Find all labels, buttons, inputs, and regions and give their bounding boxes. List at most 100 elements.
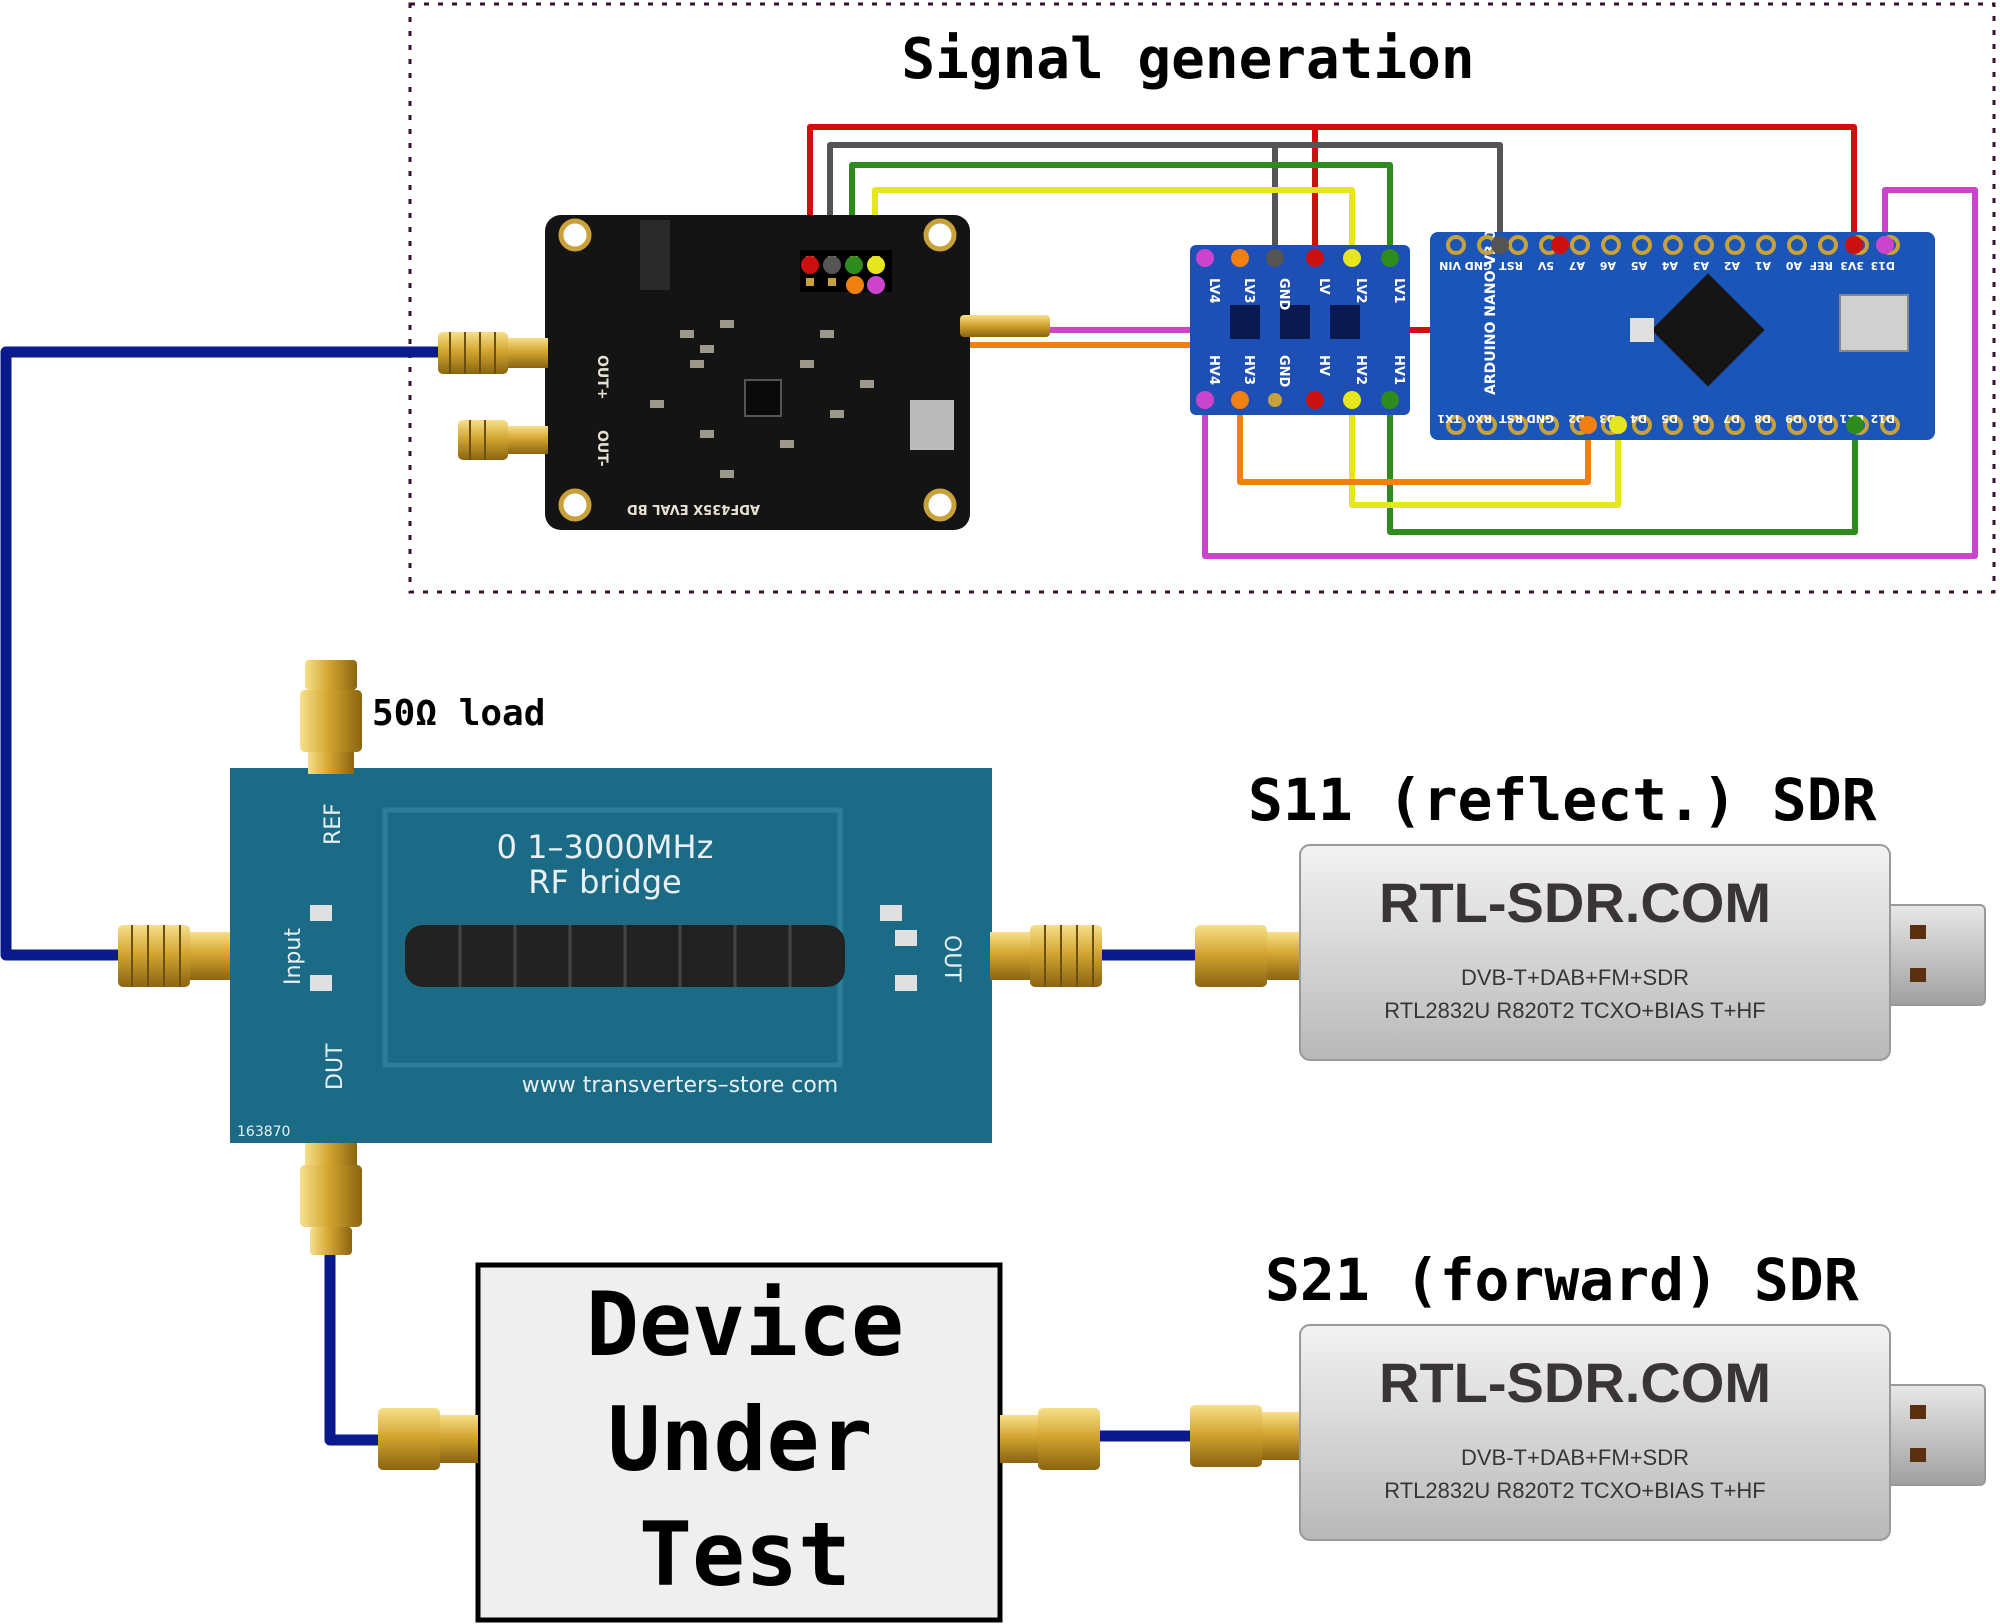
signal-generation-title: Signal generation — [901, 27, 1474, 92]
coax-cables — [0, 346, 1195, 1446]
bridge-port-ref: REF — [321, 803, 346, 845]
arduino-pin-label: D9 — [1785, 412, 1802, 425]
arduino-pin — [1663, 415, 1683, 435]
arduino-pin-label: D6 — [1692, 412, 1709, 425]
bridge-line1: 0 1–3000MHz — [497, 828, 714, 866]
arduino-nano-board: ARDUINO NANO V3.0 D12D11D10D9D8D7D6D5D4D… — [1430, 230, 1935, 440]
sma-connector-outn — [458, 420, 548, 460]
bridge-url: www transverters–store com — [522, 1073, 838, 1098]
arduino-pin — [1818, 235, 1838, 255]
arduino-pin-label: A5 — [1631, 259, 1647, 272]
arduino-name: ARDUINO NANO V3.0 — [1483, 230, 1499, 395]
load-label: 50Ω load — [372, 693, 545, 734]
rf-bridge-board: 0 1–3000MHz RF bridge www transverters–s… — [230, 768, 992, 1143]
arduino-pin — [1632, 235, 1652, 255]
dut-line-1: Device — [586, 1273, 904, 1376]
arduino-pin-label: D4 — [1630, 412, 1647, 425]
wire-red-1 — [807, 124, 1857, 265]
arduino-pin-label: D5 — [1661, 412, 1678, 425]
bridge-port-dut: DUT — [323, 1043, 348, 1090]
sma-connector-outp — [438, 332, 548, 374]
cable-dut-to-device — [324, 1252, 380, 1446]
arduino-pin — [1725, 415, 1745, 435]
level-shifter-pin-label: HV2 — [1353, 355, 1368, 385]
arduino-pin-label: GND — [1527, 412, 1554, 425]
s21-label: S21 (forward) SDR — [1265, 1246, 1859, 1314]
arduino-pin — [1787, 415, 1807, 435]
sma-connector-dut-in — [378, 1408, 478, 1470]
arduino-pin-label: VIN — [1439, 259, 1461, 272]
arduino-pin — [1725, 235, 1745, 255]
arduino-pin — [1446, 415, 1466, 435]
level-shifter-pin-label: LV4 — [1206, 278, 1221, 304]
arduino-pin — [1663, 235, 1683, 255]
arduino-pin-label: A4 — [1661, 259, 1678, 272]
device-under-test: Device Under Test — [475, 1262, 1003, 1623]
arduino-pin — [1756, 235, 1776, 255]
arduino-pin-label: 5V — [1537, 259, 1554, 272]
arduino-pin — [1632, 415, 1652, 435]
sma-connector-dut-out — [1000, 1408, 1100, 1470]
adf-outp-label: OUT+ — [594, 355, 610, 400]
arduino-pin-label: A1 — [1755, 259, 1771, 272]
arduino-pin-label: D12 — [1871, 412, 1895, 425]
wire-gray — [827, 142, 1503, 265]
level-shifter-pin-label: HV3 — [1241, 355, 1256, 385]
arduino-pin-label: REF — [1810, 259, 1834, 272]
arduino-pin — [1570, 235, 1590, 255]
s11-label: S11 (reflect.) SDR — [1248, 766, 1877, 834]
bridge-port-input: Input — [281, 928, 306, 985]
arduino-pin-label: D10 — [1808, 412, 1833, 425]
arduino-pin — [1787, 235, 1807, 255]
arduino-pin — [1508, 235, 1528, 255]
sdr-dongle-s11: RTL-SDR.COM DVB-T+DAB+FM+SDR RTL2832U R8… — [1195, 844, 1986, 1061]
level-shifter-pin-label: HV1 — [1391, 355, 1406, 385]
arduino-pin-label: TX1 — [1437, 412, 1461, 425]
signal-generation-frame — [408, 2, 1996, 594]
arduino-pin-label: D8 — [1754, 412, 1771, 425]
cable-gen-to-input — [0, 346, 440, 961]
arduino-pin — [1756, 415, 1776, 435]
dut-line-2: Under — [608, 1388, 873, 1491]
arduino-pin — [1818, 415, 1838, 435]
level-shifter-pin-label: LV2 — [1353, 278, 1368, 304]
s11-brand: RTL-SDR.COM — [1379, 871, 1771, 934]
s11-line2: RTL2832U R820T2 TCXO+BIAS T+HF — [1384, 998, 1766, 1023]
wire-green-2 — [1387, 400, 1858, 535]
arduino-pin-label: 3V3 — [1840, 259, 1864, 272]
sma-connector-mclk — [960, 315, 1050, 337]
level-shifter-pin-label: LV — [1316, 278, 1331, 295]
arduino-pin-label: D13 — [1871, 259, 1895, 272]
arduino-pin-label: A7 — [1569, 259, 1585, 272]
bridge-line2: RF bridge — [528, 863, 681, 901]
wire-magenta-2 — [1202, 187, 1978, 559]
wire-orange-2 — [1237, 400, 1591, 485]
arduino-pin — [1694, 235, 1714, 255]
arduino-pin-label: RST — [1499, 259, 1523, 272]
adf435x-board: ADF435X EVAL BD OUT+ OUT- — [545, 215, 970, 530]
adf-outn-label: OUT- — [594, 430, 610, 467]
level-shifter-pin-label: LV3 — [1241, 278, 1256, 304]
arduino-pin — [1446, 235, 1466, 255]
wire-yellow-2 — [1349, 400, 1621, 508]
sma-connector-load — [300, 660, 362, 774]
arduino-pin-label: A3 — [1693, 259, 1709, 272]
bridge-port-out: OUT — [939, 935, 964, 982]
arduino-pin-label: GND — [1465, 259, 1492, 272]
s21-brand: RTL-SDR.COM — [1379, 1351, 1771, 1414]
s11-line1: DVB-T+DAB+FM+SDR — [1461, 965, 1689, 990]
arduino-pin-label: RST — [1499, 412, 1523, 425]
bridge-serial: 163870 — [237, 1124, 290, 1140]
sma-connector-out — [990, 925, 1102, 987]
adf-board-name: ADF435X EVAL BD — [627, 501, 760, 516]
level-shifter-pin-label: LV1 — [1391, 278, 1406, 304]
arduino-pin — [1694, 415, 1714, 435]
arduino-pin — [1508, 415, 1528, 435]
arduino-pin-label: A0 — [1785, 259, 1802, 272]
arduino-pin — [1539, 415, 1559, 435]
arduino-pin-label: RX0 — [1467, 412, 1492, 425]
s21-line1: DVB-T+DAB+FM+SDR — [1461, 1445, 1689, 1470]
level-shifter-pin-label: HV — [1316, 355, 1331, 376]
